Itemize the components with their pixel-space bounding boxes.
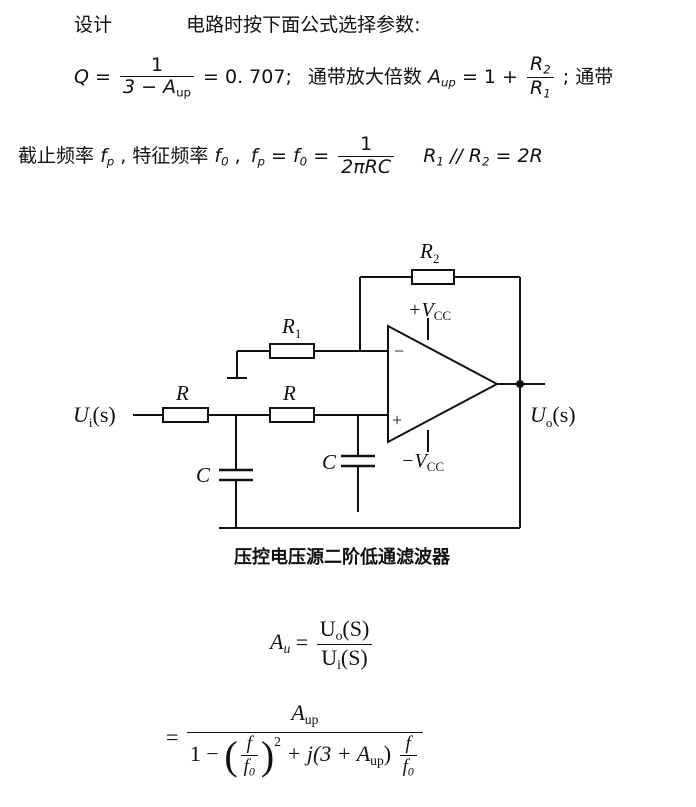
intro-line-1: 设计 电路时按下面公式选择参数: (74, 10, 420, 37)
r2-label: R2 (419, 239, 439, 266)
gain-eq: = 1 + (461, 66, 518, 89)
ui-label: Ui(s) (73, 402, 116, 430)
circuit-diagram: − + +VCC −VCC R2 R1 R R C C Ui(s) Uo(s) (73, 239, 576, 529)
capacitors (219, 454, 375, 482)
uo-label: Uo(s) (530, 402, 576, 430)
transfer-au-line: Au = Uo(S) Ui(S) (270, 616, 375, 673)
freq-denominator: 2πRC (341, 155, 392, 178)
minus-sign: − (394, 341, 404, 361)
resistor-r2 (411, 269, 455, 285)
gain-numerator: R2 (527, 53, 554, 79)
fp-eq: fp = f0 (250, 144, 308, 169)
fp-symbol: fp (100, 144, 115, 169)
c-left-label: C (196, 463, 211, 487)
q-fraction: 1 3 − Aup (119, 54, 194, 101)
eq-sign: = (313, 144, 330, 167)
q-numerator: 1 (119, 54, 194, 78)
au-eq: = (295, 629, 309, 655)
q-formula-line: Q = 1 3 − Aup = 0. 707; 通带放大倍数 Aup = 1 +… (74, 53, 614, 101)
q-denominator: 3 − Aup (122, 76, 191, 100)
cutoff-line: 截止频率 fp , 特征频率 f0 , fp = f0 = 1 2πRC R1 … (18, 133, 543, 179)
tail-text: ; 通带 (562, 66, 614, 89)
r-in-label: R (175, 381, 189, 405)
r1-label: R1 (281, 314, 301, 341)
label-design: 设计 (74, 14, 113, 36)
instruction-text: 电路时按下面公式选择参数: (186, 14, 421, 36)
freq-numerator: 1 (338, 133, 395, 157)
vcc-pos-label: +VCC (408, 299, 451, 323)
output-node (516, 380, 524, 388)
au-numerator: Uo(S) (316, 616, 373, 645)
au-denominator: Ui(S) (321, 644, 368, 672)
freq-fraction: 1 2πRC (338, 133, 395, 179)
expanded-numerator: Aup (186, 700, 423, 733)
aup-symbol: Aup (427, 66, 456, 90)
comma: , (234, 144, 241, 167)
eq2: = (166, 724, 179, 750)
char-text: , 特征频率 (120, 144, 209, 167)
resistor-r1 (269, 343, 315, 359)
vcc-neg-label: −VCC (401, 450, 444, 474)
gain-text: 通带放大倍数 (307, 66, 422, 89)
q-lhs: Q = (74, 66, 111, 89)
resistor-r-mid (269, 407, 315, 423)
au-fraction: Uo(S) Ui(S) (316, 616, 373, 673)
plus-sign: + (392, 410, 402, 430)
parallel-relation: R1 // R2 = 2R (423, 144, 543, 169)
gain-fraction: R2 R1 (527, 53, 554, 101)
r-mid-label: R (282, 381, 296, 405)
op-amp-triangle (387, 324, 500, 444)
resistors (162, 269, 455, 423)
circuit-wires (133, 276, 545, 529)
resistor-r-in (162, 407, 209, 423)
cutoff-text: 截止频率 (18, 144, 95, 167)
gain-denominator: R1 (530, 77, 551, 101)
f0-symbol: f0 (214, 144, 229, 169)
q-value: = 0. 707; (203, 66, 292, 89)
circuit-caption: 压控电压源二阶低通滤波器 (234, 547, 450, 568)
c-right-label: C (322, 450, 337, 474)
au-symbol: Au (270, 629, 291, 657)
